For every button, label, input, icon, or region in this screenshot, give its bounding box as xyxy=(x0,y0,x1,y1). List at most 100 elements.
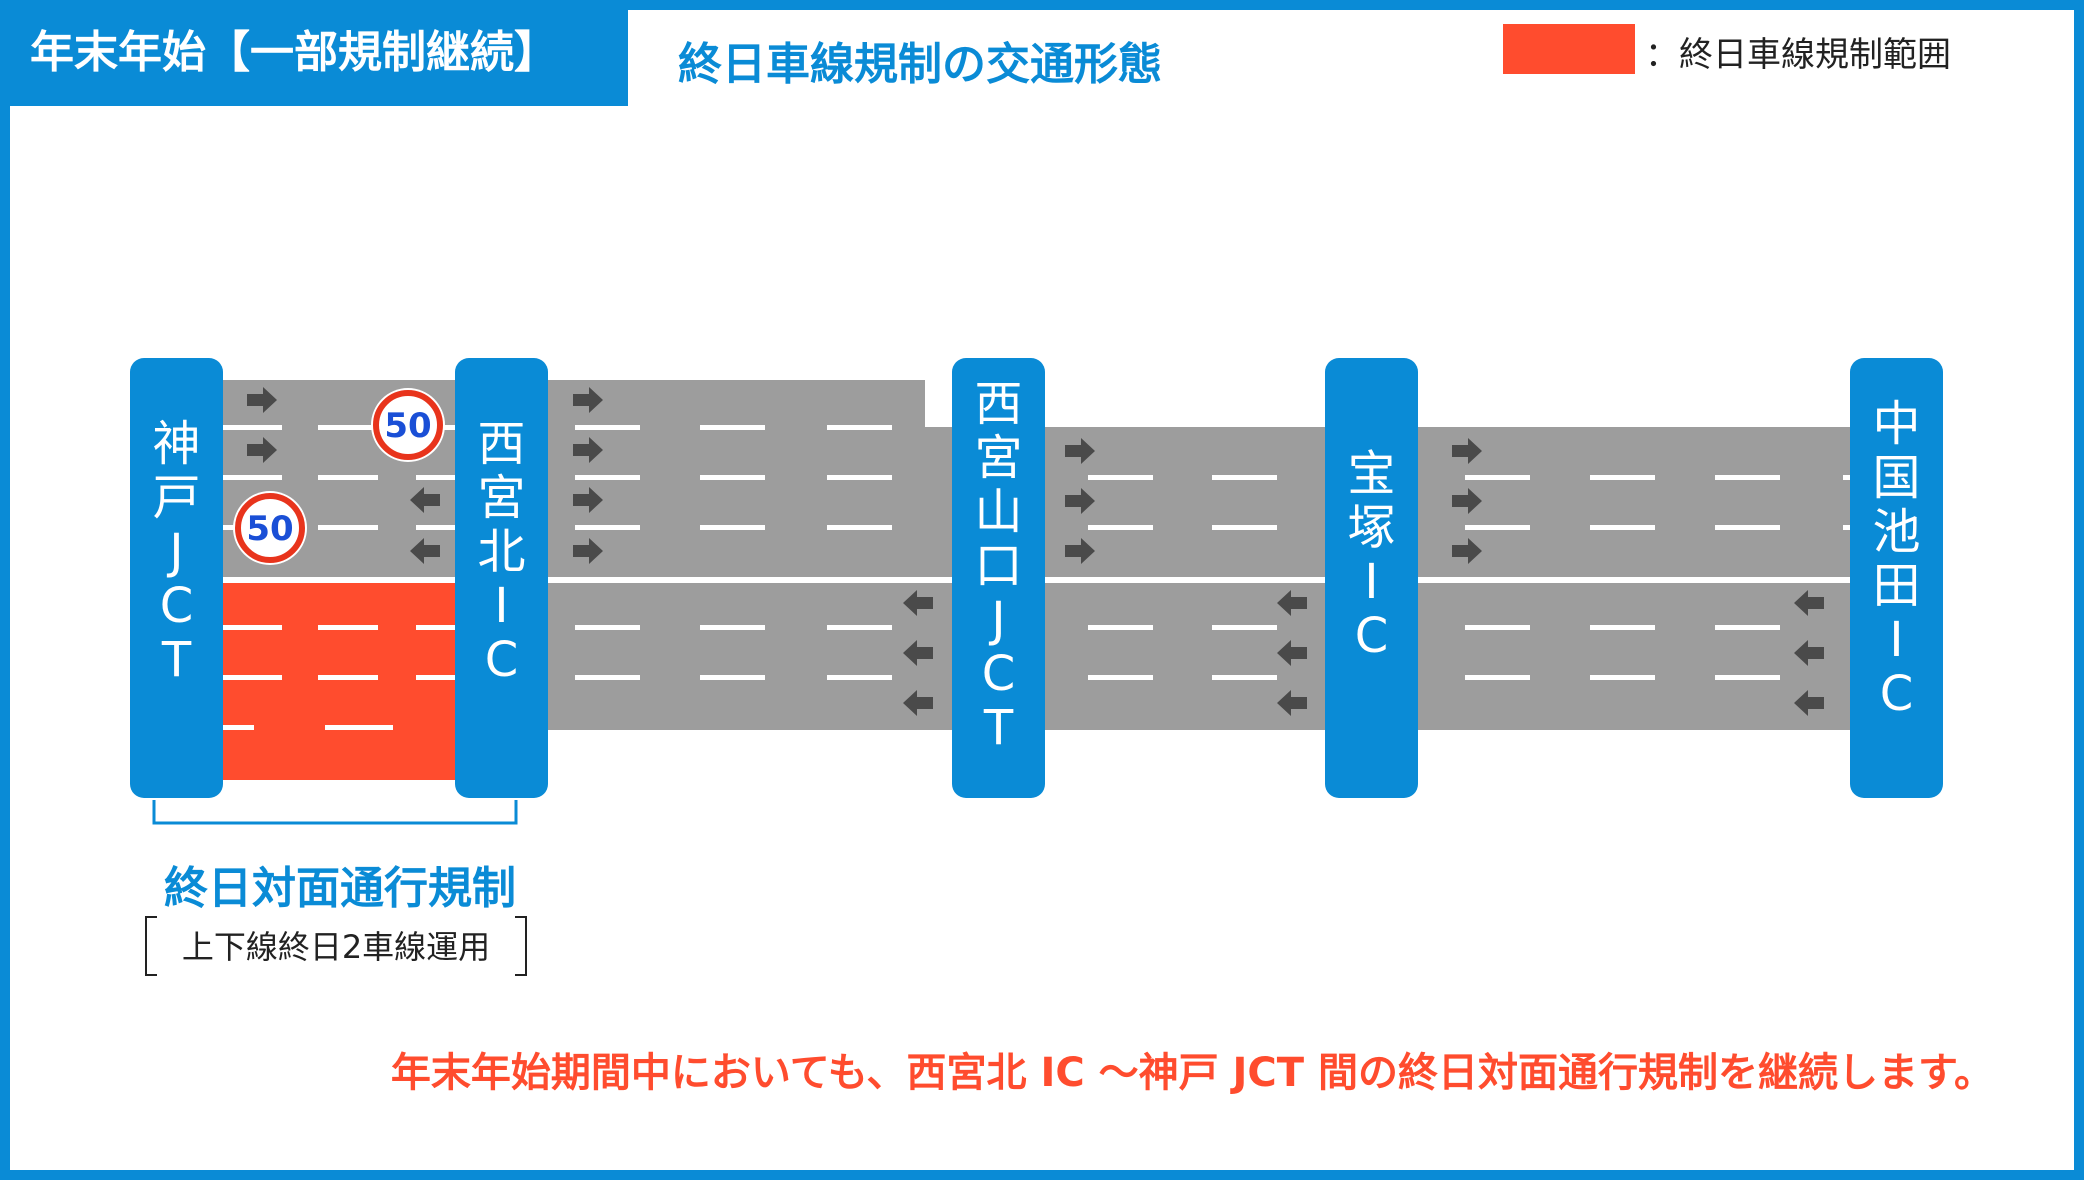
lane-marking xyxy=(1212,525,1277,530)
bracket-left xyxy=(145,916,157,976)
lane-marking xyxy=(1088,525,1153,530)
lane-marking xyxy=(1590,475,1655,480)
page-subtitle: 終日車線規制の交通形態 xyxy=(678,39,1162,90)
lane-marking xyxy=(318,525,378,530)
direction-arrow xyxy=(1452,538,1482,564)
interchange-pillar-kobe-jct xyxy=(130,358,223,798)
section-bracket xyxy=(152,800,518,825)
notice-text: 年末年始期間中においても、西宮北 IC 〜神戸 JCT 間の終日対面通行規制を継… xyxy=(390,1050,1994,1096)
direction-arrow xyxy=(1277,640,1307,666)
lane-marking xyxy=(575,425,640,430)
direction-arrow xyxy=(903,690,933,716)
lane-marking xyxy=(416,625,476,630)
direction-arrow xyxy=(1794,690,1824,716)
lane-marking xyxy=(1212,475,1277,480)
lane-marking xyxy=(827,625,892,630)
lane-marking xyxy=(1465,625,1530,630)
direction-arrow xyxy=(410,538,440,564)
speed-limit-value: 50 xyxy=(246,509,293,549)
lane-marking xyxy=(1715,475,1780,480)
restriction-caption: 終日対面通行規制 xyxy=(164,863,516,914)
lane-marking xyxy=(700,625,765,630)
direction-arrow xyxy=(1452,488,1482,514)
lane-marking xyxy=(575,475,640,480)
direction-arrow xyxy=(1065,438,1095,464)
lane-marking xyxy=(700,525,765,530)
speed-limit-value: 50 xyxy=(384,406,431,446)
legend-swatch xyxy=(1503,24,1635,74)
lane-marking xyxy=(575,525,640,530)
speed-limit-ring xyxy=(235,493,305,563)
lane-marking xyxy=(318,475,378,480)
lane-marking xyxy=(700,425,765,430)
lane-marking xyxy=(222,625,282,630)
lane-marking xyxy=(1590,675,1655,680)
lane-marking xyxy=(1465,475,1530,480)
lane-marking xyxy=(1465,675,1530,680)
direction-arrow xyxy=(573,538,603,564)
lane-marking xyxy=(416,525,476,530)
direction-arrow xyxy=(1065,488,1095,514)
direction-arrow xyxy=(573,437,603,463)
interchange-pillar-nishinomiya-kita-ic xyxy=(455,358,548,798)
direction-arrow xyxy=(247,387,277,413)
lane-marking xyxy=(575,625,640,630)
lane-marking xyxy=(318,675,378,680)
lane-marking xyxy=(827,425,892,430)
direction-arrow xyxy=(1277,690,1307,716)
direction-arrow xyxy=(247,437,277,463)
restriction-subcaption: 上下線終日2車線運用 xyxy=(145,916,527,978)
direction-arrow xyxy=(410,487,440,513)
direction-arrow xyxy=(573,387,603,413)
lane-marking xyxy=(1212,625,1277,630)
direction-arrow xyxy=(1065,538,1095,564)
direction-arrow xyxy=(1794,590,1824,616)
lane-marking xyxy=(700,475,765,480)
lane-marking xyxy=(325,725,393,730)
direction-arrow xyxy=(1277,590,1307,616)
lane-marking xyxy=(416,675,476,680)
lane-marking xyxy=(1088,475,1153,480)
lane-marking xyxy=(1465,525,1530,530)
legend-label: ：終日車線規制範囲 xyxy=(1645,35,1951,75)
lane-marking xyxy=(318,625,378,630)
direction-arrow xyxy=(903,590,933,616)
lane-marking xyxy=(827,525,892,530)
interchange-pillar-nishinomiya-yamaguchi-jct xyxy=(952,358,1045,798)
lane-marking xyxy=(222,475,282,480)
lane-marking xyxy=(827,675,892,680)
lane-marking xyxy=(1088,675,1153,680)
lane-marking xyxy=(1715,625,1780,630)
bracket-right xyxy=(515,916,527,976)
lane-marking xyxy=(575,675,640,680)
speed-limit-ring xyxy=(373,390,443,460)
lane-marking xyxy=(222,675,282,680)
lane-marking xyxy=(700,675,765,680)
lane-marking xyxy=(1715,675,1780,680)
lane-marking xyxy=(222,725,254,730)
restriction-subcaption-text: 上下線終日2車線運用 xyxy=(181,928,491,966)
lane-marking xyxy=(1212,675,1277,680)
lane-marking xyxy=(318,425,378,430)
lane-marking xyxy=(416,475,476,480)
interchange-pillar-chugoku-ikeda-ic xyxy=(1850,358,1943,798)
direction-arrow xyxy=(903,640,933,666)
lane-marking xyxy=(222,425,282,430)
lane-marking xyxy=(1715,525,1780,530)
lane-marking xyxy=(1843,525,1855,530)
direction-arrow xyxy=(1452,438,1482,464)
lane-marking xyxy=(1088,625,1153,630)
header-tag: 年末年始【一部規制継続】 xyxy=(0,0,628,106)
lane-marking xyxy=(1590,625,1655,630)
lane-marking xyxy=(1843,475,1855,480)
lane-marking xyxy=(416,425,476,430)
lane-marking xyxy=(1590,525,1655,530)
lane-marking xyxy=(827,475,892,480)
interchange-pillar-takarazuka-ic xyxy=(1325,358,1418,798)
